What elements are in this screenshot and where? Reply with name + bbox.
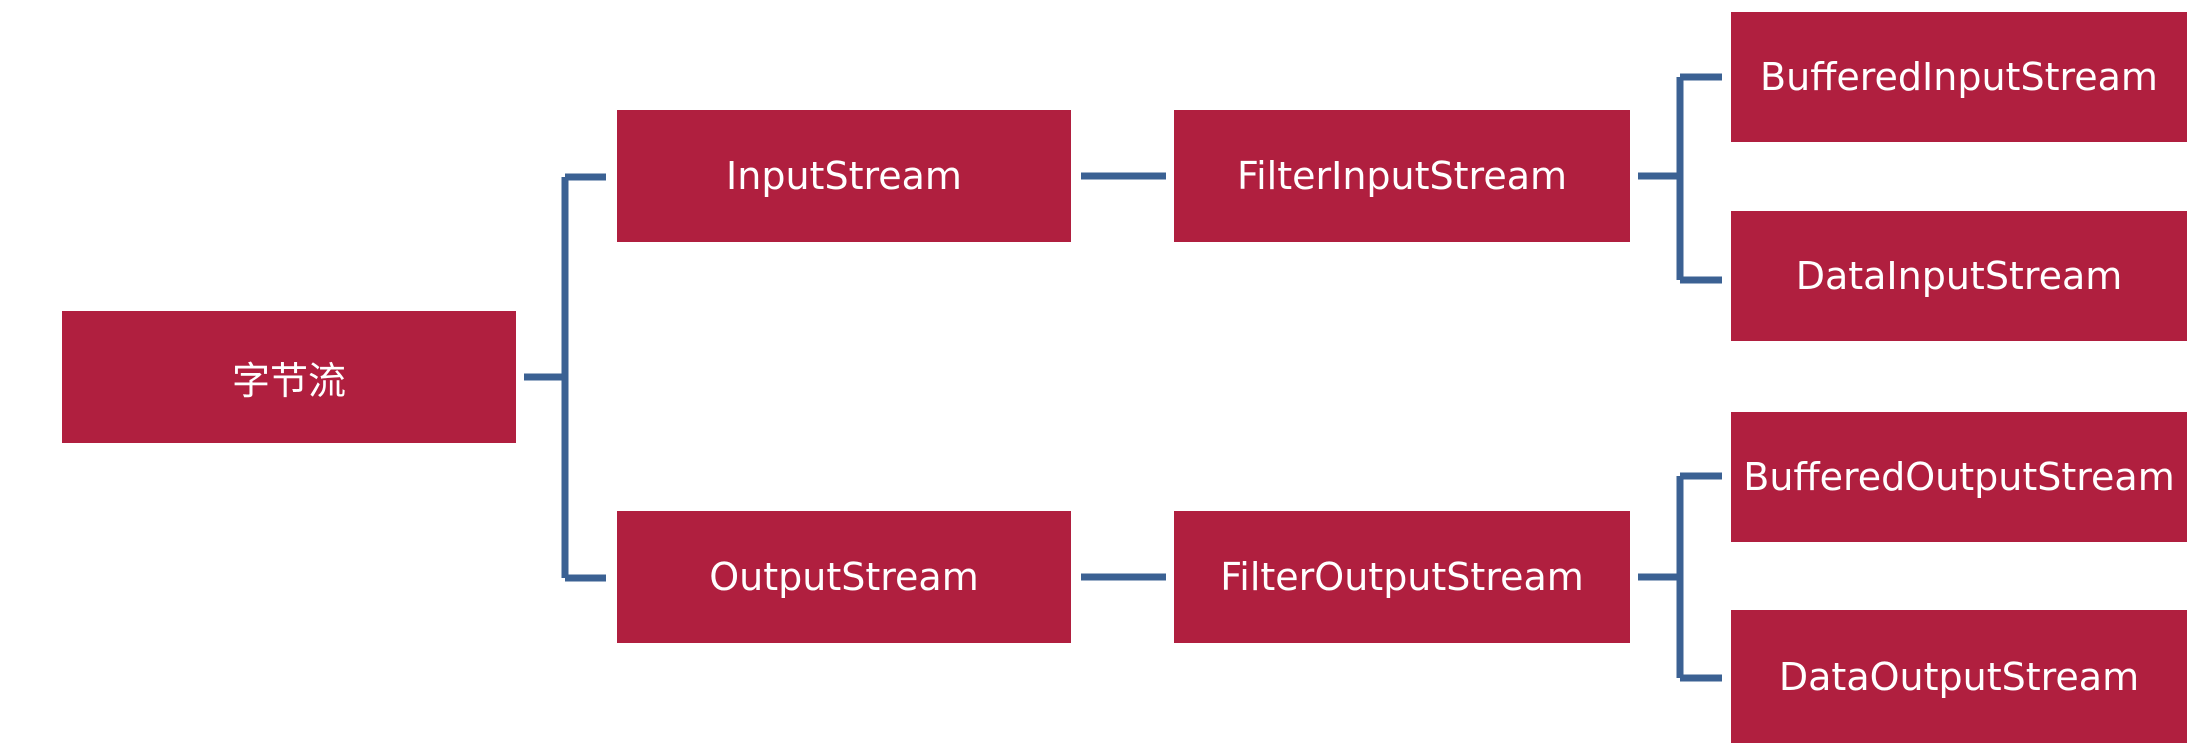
connector-filter-output-to-children: [1638, 472, 1722, 682]
node-output-stream: OutputStream: [617, 511, 1071, 643]
node-buffered-output-stream: BufferedOutputStream: [1731, 412, 2187, 542]
connector-filter-input-to-children: [1638, 73, 1722, 284]
node-label: OutputStream: [709, 555, 979, 599]
node-label: DataOutputStream: [1778, 654, 2140, 699]
node-label: DataInputStream: [1795, 254, 2123, 298]
node-label: BufferedInputStream: [1760, 55, 2158, 99]
node-buffered-input-stream: BufferedInputStream: [1731, 12, 2187, 142]
node-filter-input-stream: FilterInputStream: [1174, 110, 1630, 242]
node-byte-stream: 字节流: [62, 311, 516, 443]
node-data-input-stream: DataInputStream: [1731, 211, 2187, 341]
node-label: InputStream: [726, 154, 962, 198]
node-filter-output-stream: FilterOutputStream: [1174, 511, 1630, 643]
node-label: 字节流: [231, 358, 346, 403]
connector-root-to-streams: [524, 173, 606, 582]
node-label: BufferedOutputStream: [1743, 455, 2175, 499]
node-input-stream: InputStream: [617, 110, 1071, 242]
node-data-output-stream: DataOutputStream: [1731, 610, 2187, 743]
node-label: FilterOutputStream: [1220, 555, 1584, 599]
node-label: FilterInputStream: [1237, 154, 1567, 198]
